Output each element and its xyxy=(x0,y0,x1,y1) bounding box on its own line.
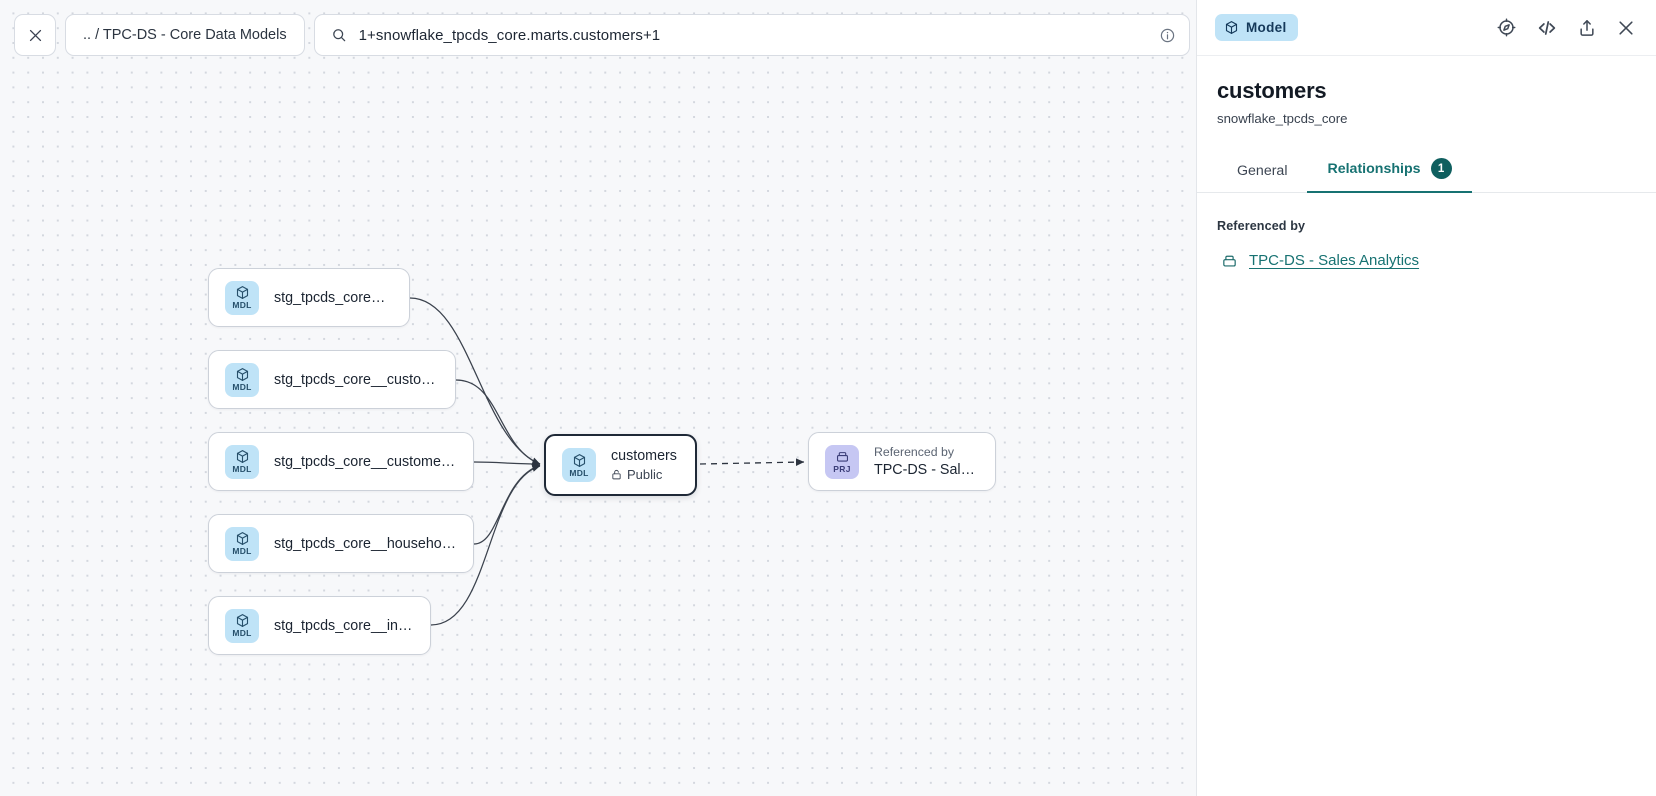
node-body: stg_tpcds_core__household_demogr… xyxy=(274,536,457,552)
badge-label: MDL xyxy=(232,300,252,310)
graph-node[interactable]: MDL stg_tpcds_core__customer xyxy=(208,268,410,327)
info-circle-icon xyxy=(1160,28,1174,42)
search-icon xyxy=(332,29,345,42)
panel-header: customers snowflake_tpcds_core xyxy=(1197,56,1656,126)
badge-label: MDL xyxy=(232,628,252,638)
referenced-project-link[interactable]: TPC-DS - Sales Analytics xyxy=(1249,252,1420,269)
lineage-compass-icon[interactable] xyxy=(1496,17,1517,38)
breadcrumb[interactable]: .. / TPC-DS - Core Data Models xyxy=(65,14,305,56)
model-badge-icon: MDL xyxy=(562,448,596,482)
lock-icon xyxy=(612,469,621,480)
relationships-content: Referenced by TPC-DS - Sales Analytics xyxy=(1197,193,1656,269)
tab-label: Relationships xyxy=(1327,160,1421,177)
graph-node[interactable]: MDL stg_tpcds_core__income_band xyxy=(208,596,431,655)
project-badge-icon: PRJ xyxy=(825,444,859,479)
badge-label: MDL xyxy=(232,464,252,474)
close-icon xyxy=(29,29,41,41)
search-value: 1+snowflake_tpcds_core.marts.customers+1 xyxy=(358,26,661,44)
tab-relationships[interactable]: Relationships 1 xyxy=(1307,148,1472,193)
details-panel: Model xyxy=(1196,0,1656,796)
visibility-label: Public xyxy=(627,467,663,482)
model-badge-icon: MDL xyxy=(225,362,259,397)
close-lineage-button[interactable] xyxy=(14,14,56,56)
canvas-toolbar: .. / TPC-DS - Core Data Models 1+snowfla… xyxy=(0,0,1196,56)
node-title: stg_tpcds_core__customer xyxy=(274,289,393,306)
node-body: Referenced by TPC-DS - Sales Analytics xyxy=(874,445,979,478)
lineage-canvas[interactable]: MDL stg_tpcds_core__customer MDL stg_tpc… xyxy=(0,0,1196,796)
tab-label: General xyxy=(1237,163,1288,179)
graph-node[interactable]: MDL stg_tpcds_core__customer_address xyxy=(208,350,456,409)
tab-general[interactable]: General xyxy=(1217,153,1307,193)
node-title: stg_tpcds_core__customer_demogra… xyxy=(274,453,457,470)
breadcrumb-label: .. / TPC-DS - Core Data Models xyxy=(83,27,287,43)
lineage-edges xyxy=(409,297,805,626)
panel-tabs: General Relationships 1 xyxy=(1197,148,1656,193)
code-icon[interactable] xyxy=(1536,17,1558,39)
graph-node[interactable]: MDL stg_tpcds_core__customer_demogra… xyxy=(208,432,474,491)
model-badge-icon: MDL xyxy=(225,526,259,561)
node-kicker: Referenced by xyxy=(874,445,954,459)
node-body: stg_tpcds_core__customer_address xyxy=(274,372,439,388)
model-badge-icon: MDL xyxy=(225,444,259,479)
node-title: stg_tpcds_core__income_band xyxy=(274,617,414,634)
entity-type-chip: Model xyxy=(1215,14,1298,41)
node-body: stg_tpcds_core__customer_demogra… xyxy=(274,454,457,470)
graph-node-selected[interactable]: MDL customers Public xyxy=(544,434,697,496)
panel-subtitle: snowflake_tpcds_core xyxy=(1217,111,1348,126)
graph-node-project[interactable]: PRJ Referenced by TPC-DS - Sales Analyti… xyxy=(808,432,996,491)
section-label-referenced-by: Referenced by xyxy=(1217,219,1306,233)
tab-count-badge: 1 xyxy=(1430,158,1452,179)
project-icon xyxy=(1223,255,1236,267)
panel-action-bar xyxy=(1496,17,1636,39)
node-title: customers xyxy=(611,448,677,464)
search-input[interactable]: 1+snowflake_tpcds_core.marts.customers+1 xyxy=(313,14,1190,56)
node-visibility: Public xyxy=(611,467,677,482)
close-panel-icon[interactable] xyxy=(1616,18,1636,38)
node-title: stg_tpcds_core__household_demogr… xyxy=(274,535,457,552)
node-title: stg_tpcds_core__customer_address xyxy=(274,371,439,388)
badge-label: MDL xyxy=(232,382,252,392)
node-body: stg_tpcds_core__customer xyxy=(274,290,393,306)
node-body: stg_tpcds_core__income_band xyxy=(274,618,414,634)
node-body: customers Public xyxy=(611,448,677,482)
cube-icon xyxy=(1225,21,1238,34)
entity-type-label: Model xyxy=(1246,20,1287,35)
badge-label: MDL xyxy=(569,467,589,478)
page-title: customers xyxy=(1217,78,1327,103)
badge-label: MDL xyxy=(232,546,252,556)
model-badge-icon: MDL xyxy=(225,608,259,643)
badge-label: PRJ xyxy=(833,463,851,474)
graph-node[interactable]: MDL stg_tpcds_core__household_demogr… xyxy=(208,514,474,573)
node-title: TPC-DS - Sales Analytics xyxy=(874,462,979,478)
list-item[interactable]: TPC-DS - Sales Analytics xyxy=(1217,252,1636,269)
panel-toolbar: Model xyxy=(1197,0,1656,56)
model-badge-icon: MDL xyxy=(225,280,259,315)
share-icon[interactable] xyxy=(1577,18,1597,38)
